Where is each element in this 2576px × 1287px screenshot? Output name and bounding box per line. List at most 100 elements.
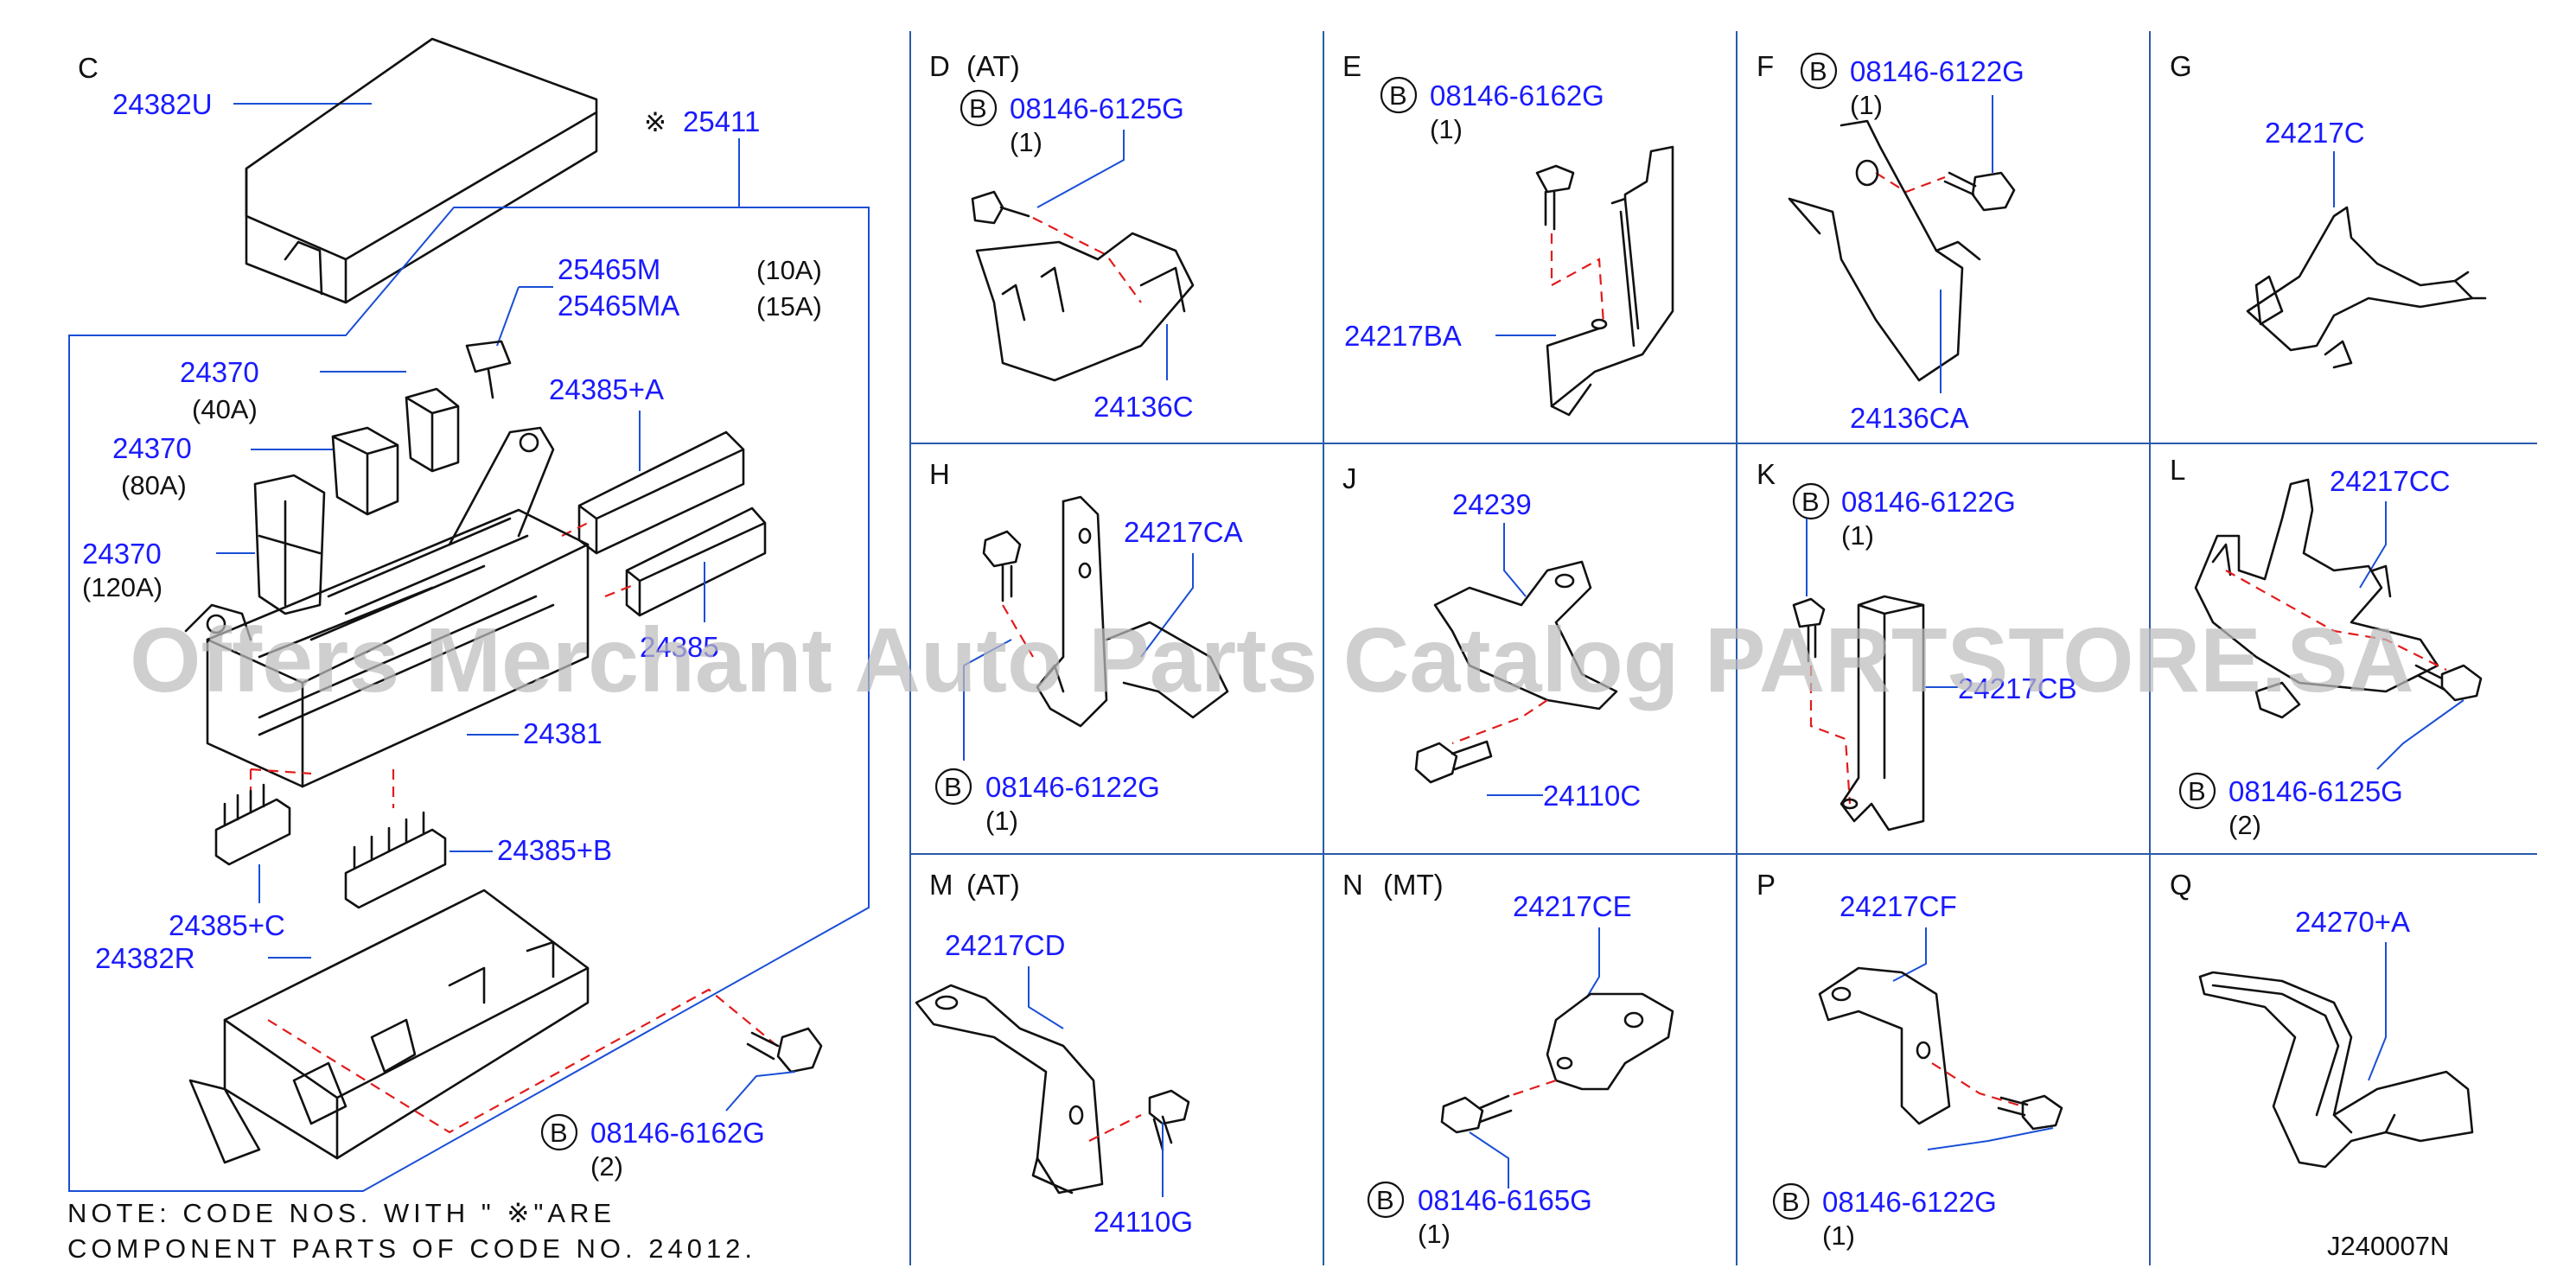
bolt-code: B <box>550 1118 568 1148</box>
part-qty: (1) <box>1841 520 1874 551</box>
bolt-code: B <box>1389 80 1407 111</box>
part-number[interactable]: 24217BA <box>1344 320 1462 352</box>
part-number[interactable]: 08146-6122G <box>1850 55 2024 87</box>
part-spec: (40A) <box>192 394 258 424</box>
section-m: M (AT) 24217CD 24110G <box>915 869 1193 1238</box>
part-number[interactable]: 24110C <box>1543 780 1641 812</box>
section-letter: G <box>2170 50 2192 82</box>
part-number[interactable]: 08146-6162G <box>590 1117 765 1149</box>
part-qty: (2) <box>2228 810 2261 840</box>
part-number[interactable]: 25465MA <box>558 290 679 322</box>
part-spec: (15A) <box>756 291 822 322</box>
part-number[interactable]: 24381 <box>523 717 603 749</box>
part-number[interactable]: 24370 <box>82 538 162 570</box>
diagram-code: J240007N <box>2327 1231 2449 1261</box>
part-number[interactable]: 24385+C <box>169 909 285 941</box>
part-spec: (80A) <box>121 470 187 500</box>
part-qty: (2) <box>590 1151 623 1182</box>
part-number[interactable]: 25411 <box>683 105 760 137</box>
part-number[interactable]: 25465M <box>558 253 660 285</box>
section-e: E B 08146-6162G (1) 24217BA <box>1342 50 1674 417</box>
part-number[interactable]: 08146-6122G <box>985 771 1160 803</box>
section-q: Q 24270+A J240007N <box>2170 869 2474 1261</box>
part-number[interactable]: 08146-6125G <box>1010 92 1184 124</box>
part-number[interactable]: 24110G <box>1094 1206 1193 1238</box>
fusebox-cover-icon <box>245 37 598 304</box>
bolt-code: B <box>1782 1187 1800 1217</box>
part-number[interactable]: 24370 <box>112 432 192 464</box>
part-qty: (1) <box>1418 1219 1451 1249</box>
part-number[interactable]: 08146-6122G <box>1822 1186 1997 1218</box>
section-letter: P <box>1757 869 1776 901</box>
part-spec: (120A) <box>82 572 163 602</box>
part-number[interactable]: 24136CA <box>1850 402 1969 434</box>
part-number[interactable]: 24270+A <box>2295 906 2410 938</box>
part-number[interactable]: 24370 <box>180 356 259 388</box>
section-n: N (MT) 24217CE B 08146-6165G (1) <box>1342 869 1674 1249</box>
part-number[interactable]: 24217CB <box>1958 672 2077 704</box>
section-variant: (AT) <box>966 50 1020 82</box>
kit-marker: ※ <box>644 107 666 137</box>
section-letter: M <box>929 869 953 901</box>
bolt-code: B <box>1801 487 1820 517</box>
part-number[interactable]: 24217CE <box>1513 890 1632 922</box>
section-letter: K <box>1757 458 1776 490</box>
bracket-icon <box>2198 971 2474 1169</box>
part-spec: (10A) <box>756 255 822 285</box>
section-letter: F <box>1757 50 1774 82</box>
part-number[interactable]: 08146-6122G <box>1841 486 2016 518</box>
section-variant: (MT) <box>1383 869 1444 901</box>
part-number[interactable]: 24239 <box>1452 488 1532 520</box>
part-number[interactable]: 24217CC <box>2330 465 2450 497</box>
note-line-1: NOTE: CODE NOS. WITH " ※"ARE <box>67 1198 615 1228</box>
section-grid <box>909 31 2537 1265</box>
part-number[interactable]: 24382U <box>112 88 213 120</box>
part-number[interactable]: 24382R <box>95 942 195 974</box>
section-letter: N <box>1342 869 1363 901</box>
section-k: K B 08146-6122G (1) 24217CB <box>1757 458 2077 831</box>
section-h: H 24217CA B 08146-6122G (1) <box>929 458 1243 836</box>
section-c: C 24382U ※ 25411 25465M (10A) 25465MA (1… <box>68 37 870 1192</box>
bolt-icon <box>746 1027 823 1074</box>
bolt-code: B <box>1809 56 1827 86</box>
part-qty: (1) <box>1822 1220 1855 1251</box>
section-letter: Q <box>2170 869 2192 901</box>
section-p: P 24217CF B 08146-6122G (1) <box>1757 869 2063 1251</box>
part-number[interactable]: 08146-6165G <box>1418 1184 1592 1216</box>
section-d: D (AT) B 08146-6125G (1) 24136C <box>929 50 1195 423</box>
watermark: Offers Merchant Auto Parts Catalog PARTS… <box>130 609 2414 711</box>
section-letter: L <box>2170 454 2185 486</box>
bolt-code: B <box>2188 776 2206 806</box>
section-letter: E <box>1342 50 1361 82</box>
part-number[interactable]: 24217CA <box>1124 516 1243 548</box>
section-letter: H <box>929 458 950 490</box>
part-qty: (1) <box>1850 90 1883 120</box>
section-letter: D <box>929 50 950 82</box>
part-number[interactable]: 24385+A <box>549 373 664 405</box>
bolt-code: B <box>969 93 987 124</box>
section-letter: C <box>78 52 99 84</box>
lower-case-icon <box>188 889 590 1164</box>
part-number[interactable]: 08146-6162G <box>1430 80 1604 111</box>
bolt-code: B <box>944 772 962 802</box>
part-number[interactable]: 24217CF <box>1840 890 1957 922</box>
part-number[interactable]: 08146-6125G <box>2228 775 2403 807</box>
section-letter: J <box>1342 462 1357 494</box>
section-j: J 24239 24110C <box>1342 462 1641 812</box>
part-number[interactable]: 24136C <box>1094 391 1194 423</box>
part-number[interactable]: 24217CD <box>945 929 1065 961</box>
part-number[interactable]: 24217C <box>2265 117 2365 149</box>
section-g: G 24217C <box>2170 50 2487 369</box>
part-number[interactable]: 24385+B <box>497 834 612 866</box>
part-qty: (1) <box>985 806 1018 836</box>
note-line-2: COMPONENT PARTS OF CODE NO. 24012. <box>67 1233 756 1264</box>
part-qty: (1) <box>1430 114 1463 144</box>
section-l: L 24217CC B 08146-6125G (2) <box>2170 454 2483 840</box>
fuse-block-icon <box>184 426 590 788</box>
bolt-code: B <box>1376 1185 1394 1215</box>
part-number[interactable]: 24385 <box>640 631 719 663</box>
part-qty: (1) <box>1010 127 1043 157</box>
section-f: F B 08146-6122G (1) 24136CA <box>1757 50 2024 434</box>
